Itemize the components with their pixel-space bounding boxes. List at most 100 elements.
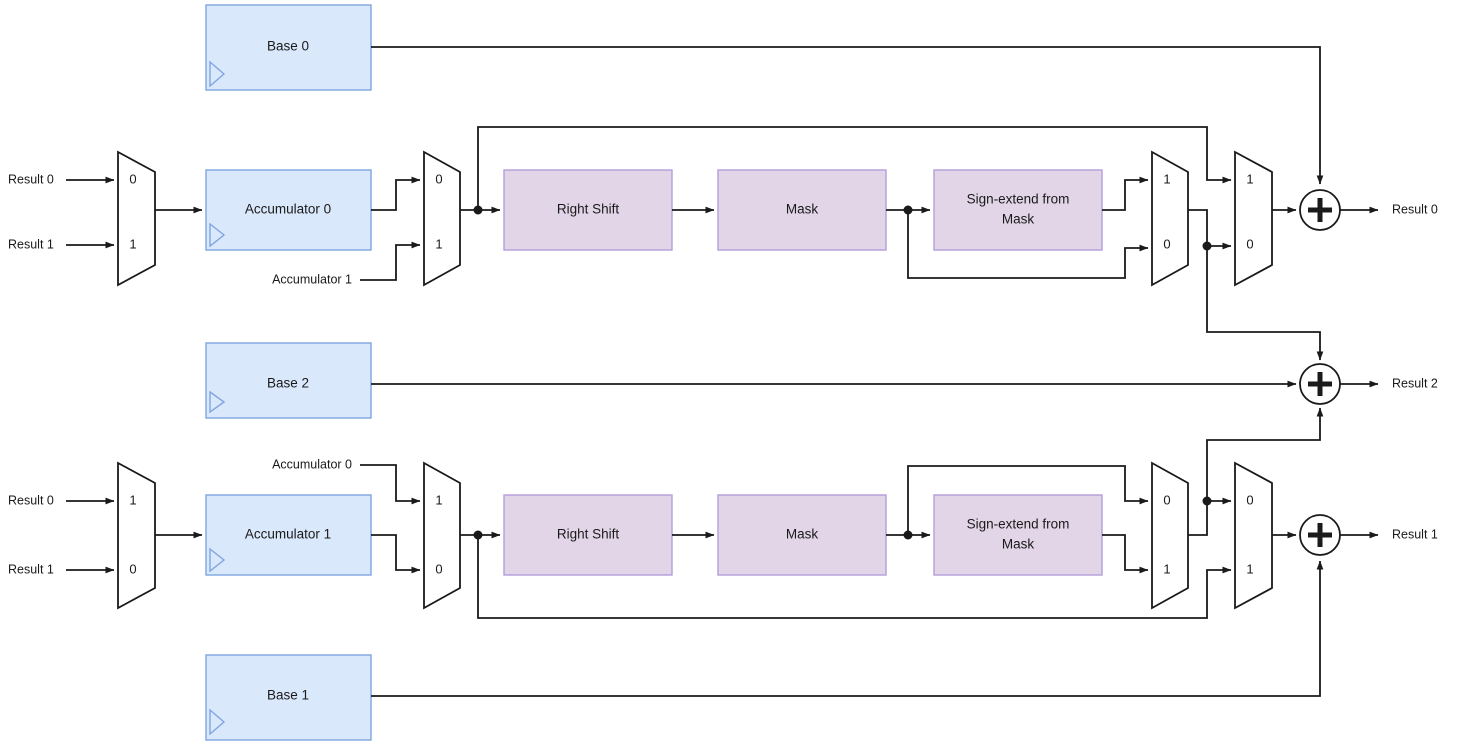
mux-top-signextend-shape[interactable]: [1151, 150, 1189, 287]
mux-top-accumulator-shape[interactable]: [423, 150, 461, 287]
operation-right-shift-bottom[interactable]: Right Shift: [503, 494, 673, 576]
wire-mux-top-signextend-to-mux-bypass: [1188, 209, 1232, 250]
sign-extend-bottom-box[interactable]: [933, 494, 1103, 576]
mux-top-input-sel-top: 0: [129, 171, 136, 186]
mux-bottom-signextend-sel-bottom: 1: [1163, 561, 1170, 576]
input-label-top-result0: Result 0: [8, 172, 54, 186]
register-base2[interactable]: Base 2: [205, 342, 372, 419]
mux-bottom-accumulator-shape[interactable]: [423, 461, 461, 610]
mux-bottom-input-sel-top: 1: [129, 492, 136, 507]
wire-signextend-top-to-mux: [1102, 176, 1149, 211]
sign-extend-bottom-label-line2: Mask: [1002, 537, 1035, 552]
mux-bottom-bypass-sel-bottom: 1: [1246, 561, 1253, 576]
wire-base0-to-adder-result0: [371, 46, 1324, 185]
accumulator0-box[interactable]: [205, 169, 372, 251]
mux-bottom-accumulator-sel-top: 1: [435, 492, 442, 507]
mux-top-signextend-sel-top: 1: [1163, 171, 1170, 186]
wire-mux-bottom-signextend-to-mux-bypass: [1188, 497, 1232, 536]
mask-top-label: Mask: [786, 202, 819, 217]
clock-triangle-icon: [209, 708, 226, 736]
mux-top-accumulator-sel-bottom: 1: [435, 236, 442, 251]
operation-sign-extend-bottom[interactable]: Sign-extend from Mask: [933, 494, 1103, 576]
output-label-result2: Result 2: [1392, 376, 1438, 390]
mux-bottom-signextend-sel-top: 0: [1163, 492, 1170, 507]
accumulator1-label: Accumulator 1: [245, 527, 331, 542]
mux-bottom-input-sel-bottom: 0: [129, 561, 136, 576]
clock-triangle-icon: [209, 222, 226, 248]
right-shift-top-box[interactable]: [503, 169, 673, 251]
wire-accumulator0-to-mux-top-acc: [371, 176, 421, 211]
mux-top-signextend-sel-bottom: 0: [1163, 236, 1170, 251]
wire-top-crosslane-to-adder-result2: [1206, 246, 1324, 361]
mux-top-input-sel-bottom: 1: [129, 236, 136, 251]
mux-bottom-bypass-sel-top: 0: [1246, 492, 1253, 507]
wire-top-bypass-to-mux-top-bypass: [477, 126, 1232, 210]
operation-right-shift-top[interactable]: Right Shift: [503, 169, 673, 251]
right-shift-bottom-box[interactable]: [503, 494, 673, 576]
input-label-bottom-accumulator0: Accumulator 0: [272, 457, 352, 471]
base2-box[interactable]: [205, 342, 372, 419]
operation-sign-extend-top[interactable]: Sign-extend from Mask: [933, 169, 1103, 251]
mux-bottom-signextend[interactable]: 0 1: [1151, 461, 1189, 610]
base0-box[interactable]: [205, 4, 372, 91]
wire-accumulator0-feed-to-mux-bottom-acc: [360, 464, 421, 505]
mux-bottom-bypass[interactable]: 0 1: [1234, 461, 1273, 610]
mux-top-bypass-sel-top: 1: [1246, 171, 1253, 186]
accumulator1-box[interactable]: [205, 494, 372, 576]
sign-extend-top-box[interactable]: [933, 169, 1103, 251]
wire-accumulator1-feed-to-mux-top-acc: [360, 241, 421, 281]
adder-result0[interactable]: [1299, 189, 1341, 231]
right-shift-top-label: Right Shift: [557, 202, 620, 217]
sign-extend-top-label-line2: Mask: [1002, 212, 1035, 227]
register-base0[interactable]: Base 0: [205, 4, 372, 91]
base0-label: Base 0: [267, 39, 309, 54]
register-base1[interactable]: Base 1: [205, 654, 372, 741]
input-label-bottom-result1: Result 1: [8, 562, 54, 576]
base1-box[interactable]: [205, 654, 372, 741]
mux-top-accumulator[interactable]: 0 1: [423, 150, 461, 287]
clock-triangle-icon: [209, 547, 226, 573]
mask-bottom-label: Mask: [786, 527, 819, 542]
mux-top-bypass-shape[interactable]: [1234, 150, 1273, 287]
operation-mask-bottom[interactable]: Mask: [717, 494, 887, 576]
mux-bottom-accumulator[interactable]: 1 0: [423, 461, 461, 610]
adder-result2[interactable]: [1299, 363, 1341, 405]
mux-top-accumulator-sel-top: 0: [435, 171, 442, 186]
wire-accumulator1-to-mux-bottom-acc: [371, 534, 421, 574]
mux-top-bypass-sel-bottom: 0: [1246, 236, 1253, 251]
right-shift-bottom-label: Right Shift: [557, 527, 620, 542]
input-label-top-accumulator1: Accumulator 1: [272, 272, 352, 286]
mux-top-bypass[interactable]: 1 0: [1234, 150, 1273, 287]
register-accumulator0[interactable]: Accumulator 0: [205, 169, 372, 251]
operation-mask-top[interactable]: Mask: [717, 169, 887, 251]
adder-result1[interactable]: [1299, 514, 1341, 556]
mux-bottom-bypass-shape[interactable]: [1234, 461, 1273, 610]
register-accumulator1[interactable]: Accumulator 1: [205, 494, 372, 576]
mask-bottom-box[interactable]: [717, 494, 887, 576]
base2-label: Base 2: [267, 376, 309, 391]
mux-top-input-shape[interactable]: [117, 150, 156, 287]
accumulator0-label: Accumulator 0: [245, 202, 331, 217]
output-label-result1: Result 1: [1392, 527, 1438, 541]
mux-top-input[interactable]: 0 1: [117, 150, 156, 287]
wire-bottom-bypass-to-mux-bottom-bypass: [477, 535, 1232, 619]
mux-top-signextend[interactable]: 1 0: [1151, 150, 1189, 287]
output-label-result0: Result 0: [1392, 202, 1438, 216]
sign-extend-bottom-label-line1: Sign-extend from: [967, 517, 1070, 532]
wire-base1-to-adder-result1: [371, 560, 1324, 697]
clock-triangle-icon: [209, 60, 226, 88]
base1-label: Base 1: [267, 688, 309, 703]
mux-bottom-input-shape[interactable]: [117, 461, 156, 610]
clock-triangle-icon: [209, 390, 226, 414]
wire-top-mask-bypass-to-mux-signextend: [907, 210, 1149, 279]
sign-extend-top-label-line1: Sign-extend from: [967, 192, 1070, 207]
mux-bottom-input[interactable]: 1 0: [117, 461, 156, 610]
mux-bottom-signextend-shape[interactable]: [1151, 461, 1189, 610]
input-label-top-result1: Result 1: [8, 237, 54, 251]
wire-bottom-mask-bypass-to-mux-signextend: [907, 465, 1149, 535]
mask-top-box[interactable]: [717, 169, 887, 251]
input-label-bottom-result0: Result 0: [8, 493, 54, 507]
wire-bottom-crosslane-to-adder-result2: [1206, 407, 1324, 501]
